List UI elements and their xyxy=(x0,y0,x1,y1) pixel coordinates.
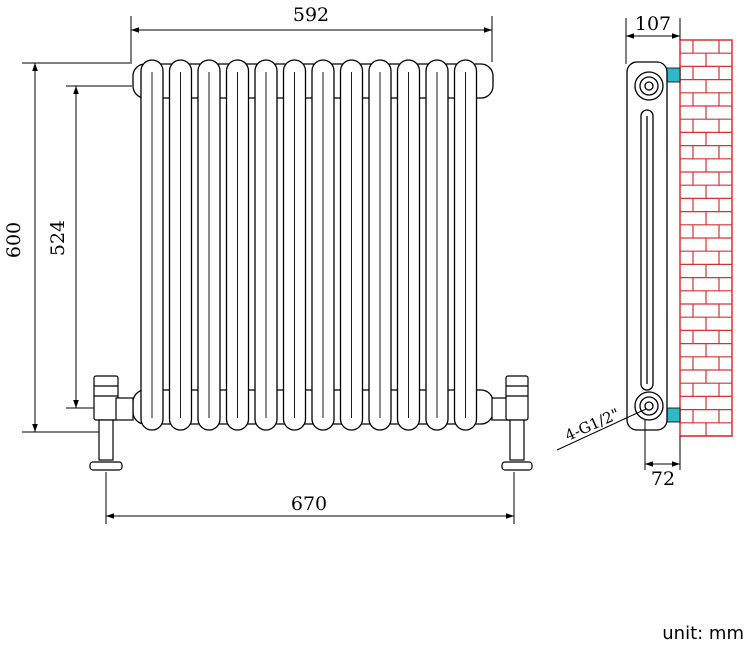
dim-depth-wall-label: 72 xyxy=(651,468,675,490)
radiator-side-view xyxy=(626,61,668,431)
dim-height-total-label: 600 xyxy=(3,222,25,258)
wall-bracket-top xyxy=(665,67,681,83)
dim-depth-total-label: 107 xyxy=(635,13,671,35)
right-valve xyxy=(491,375,533,471)
connection-label: 4-G1/2" xyxy=(562,405,622,445)
radiator-front-view xyxy=(132,59,494,431)
dim-width-top xyxy=(130,16,493,62)
connection-leader-line xyxy=(556,408,647,451)
dim-depth-wall xyxy=(644,420,681,470)
dim-depth-total xyxy=(625,18,681,64)
dim-width-valves xyxy=(105,472,515,524)
radiator-columns xyxy=(140,59,478,431)
wall-bracket-bottom xyxy=(665,407,681,423)
left-valve xyxy=(89,375,134,471)
dim-width-valves-label: 670 xyxy=(291,493,327,515)
dim-width-top-label: 592 xyxy=(293,4,329,26)
brick-wall xyxy=(679,39,733,437)
dim-height-centers xyxy=(66,85,132,409)
unit-label: unit: mm xyxy=(662,623,744,644)
dim-height-total xyxy=(22,62,132,433)
dim-height-centers-label: 524 xyxy=(47,220,69,256)
